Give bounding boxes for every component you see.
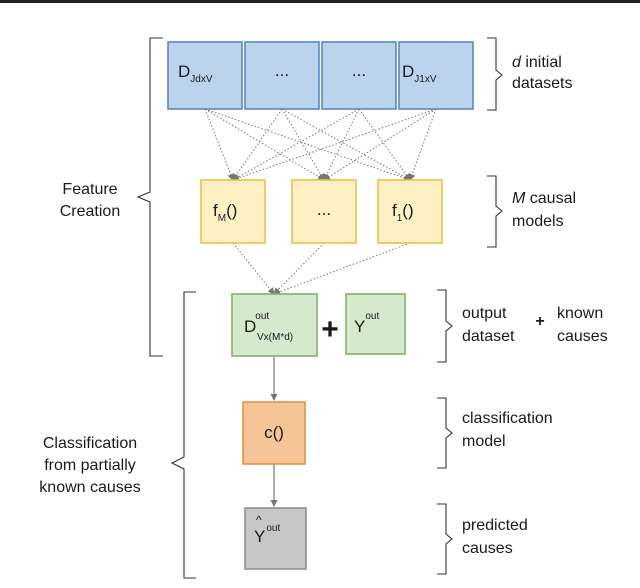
classification-right-label-line1: classification — [462, 410, 553, 427]
dataset-to-model-connectors — [204, 108, 437, 182]
predicted-y-box: Yout ^ — [244, 507, 307, 570]
classification-brace — [170, 291, 196, 579]
plus-sign: + — [321, 313, 339, 346]
dataset-box-d-jdxv: DJdxV — [167, 41, 243, 110]
predicted-right-label-line1: predicted — [462, 517, 528, 534]
dataset-box-ellipsis-1: ... — [244, 41, 320, 110]
dataset-ellipsis: ... — [275, 61, 289, 80]
dataset-model-connector — [204, 108, 325, 181]
classification-label-line1: Classification — [43, 435, 137, 452]
model-output-connector — [273, 242, 411, 296]
dataset-model-connector — [323, 108, 360, 181]
dataset-model-connector — [204, 108, 235, 181]
model-label: fM() — [213, 201, 237, 224]
model-output-connector — [232, 242, 275, 295]
classification-right-label-line2: model — [462, 433, 506, 450]
output-right-label-line1: output — [462, 305, 507, 322]
output-bracket — [437, 289, 453, 363]
dataset-label: DJ1xV — [402, 62, 437, 85]
classifier-box: c() — [242, 401, 306, 465]
model-to-output-connectors — [232, 242, 411, 296]
dataset-model-connector — [281, 108, 325, 181]
datasets-right-label-line2: datasets — [512, 75, 572, 92]
dataset-model-connector — [232, 108, 283, 181]
model-box-f-m: fM() — [200, 179, 266, 244]
datasets-bracket — [487, 37, 503, 111]
dataset-model-connector — [281, 108, 411, 181]
feature-creation-label-line2: Creation — [60, 203, 120, 220]
feature-creation-label-line1: Feature — [62, 181, 117, 198]
classifier-label: c() — [264, 423, 284, 442]
classification-label-line3: known causes — [39, 479, 140, 496]
known-causes-label-line1: known — [557, 305, 603, 322]
model-label: f1() — [392, 201, 414, 224]
predicted-y-hat: ^ — [256, 513, 262, 527]
feature-creation-brace — [136, 37, 163, 357]
predicted-right-label-line2: causes — [462, 540, 513, 557]
dataset-model-connector — [323, 108, 437, 181]
classification-label-line2: from partially — [44, 457, 136, 474]
dataset-model-connector — [232, 108, 437, 182]
dataset-ellipsis: ... — [352, 61, 366, 80]
dataset-model-connector — [204, 108, 411, 182]
top-rule — [0, 0, 640, 3]
dataset-model-connector — [408, 108, 437, 181]
model-box-f-1: f1() — [377, 179, 443, 244]
models-right-label-line2: models — [512, 213, 564, 230]
dataset-box-d-j1xv: DJ1xV — [398, 41, 474, 110]
output-right-label-line2: dataset — [462, 328, 515, 345]
models-bracket — [487, 175, 503, 248]
known-causes-label-line2: causes — [557, 328, 608, 345]
model-box-ellipsis: ... — [291, 179, 357, 244]
output-dataset-label: Dout — [244, 311, 269, 336]
output-dataset-subscript: Vx(M*d) — [257, 332, 293, 343]
output-dataset-box: Dout Vx(M*d) — [231, 293, 318, 357]
dataset-model-connector — [358, 108, 411, 181]
classification-bracket — [437, 397, 453, 469]
known-causes-plus: + — [535, 313, 544, 330]
known-y-box: Yout — [345, 293, 406, 355]
datasets-right-label-line1: d initial — [512, 54, 562, 71]
known-y-label: Yout — [354, 311, 379, 336]
dataset-box-ellipsis-2: ... — [321, 41, 397, 110]
model-ellipsis: ... — [317, 200, 331, 219]
dataset-label: DJdxV — [178, 62, 213, 85]
predicted-y-label: Yout — [254, 523, 280, 546]
model-output-connector — [273, 242, 325, 295]
models-right-label-line1: M causal — [512, 190, 576, 207]
predicted-bracket — [437, 503, 453, 575]
